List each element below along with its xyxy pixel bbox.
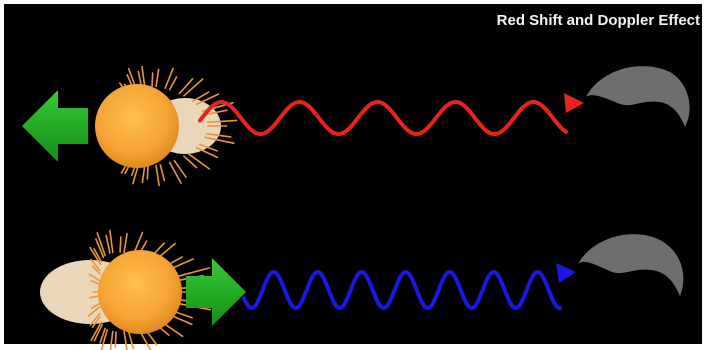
star-ray	[115, 332, 116, 347]
star-ray	[184, 79, 203, 96]
star-ray	[142, 166, 144, 183]
motion-arrow-right	[186, 258, 246, 326]
star-ray	[170, 162, 181, 183]
observer-eye-top	[586, 66, 690, 127]
star-ray	[124, 332, 127, 350]
star-ray	[156, 166, 159, 186]
star-ray	[160, 165, 164, 181]
star-ray	[142, 67, 145, 87]
diagram-title: Red Shift and Doppler Effect	[497, 12, 700, 29]
star-ray	[110, 231, 113, 253]
star-ray	[124, 234, 127, 253]
blueshift-wave	[244, 272, 560, 308]
star-top	[95, 84, 179, 168]
blueshift-row	[40, 231, 683, 350]
star-ray	[188, 154, 209, 169]
star-ray	[120, 237, 121, 252]
star-ray	[147, 166, 148, 179]
star-ray	[152, 73, 153, 86]
star-ray	[174, 268, 209, 277]
star-ray	[179, 79, 192, 94]
motion-arrow-left	[22, 90, 88, 162]
redshift-row	[22, 66, 690, 185]
star-ray	[110, 332, 113, 350]
observer-eye-bottom	[578, 234, 683, 296]
redshift-wave	[200, 102, 566, 134]
star-bottom	[98, 250, 182, 334]
redshift-wave-arrowhead	[564, 93, 584, 113]
star-ray	[170, 77, 177, 90]
blueshift-wave-arrowhead	[556, 263, 576, 283]
star-ray	[129, 331, 134, 349]
star-ray	[106, 236, 110, 254]
star-ray	[156, 70, 159, 87]
